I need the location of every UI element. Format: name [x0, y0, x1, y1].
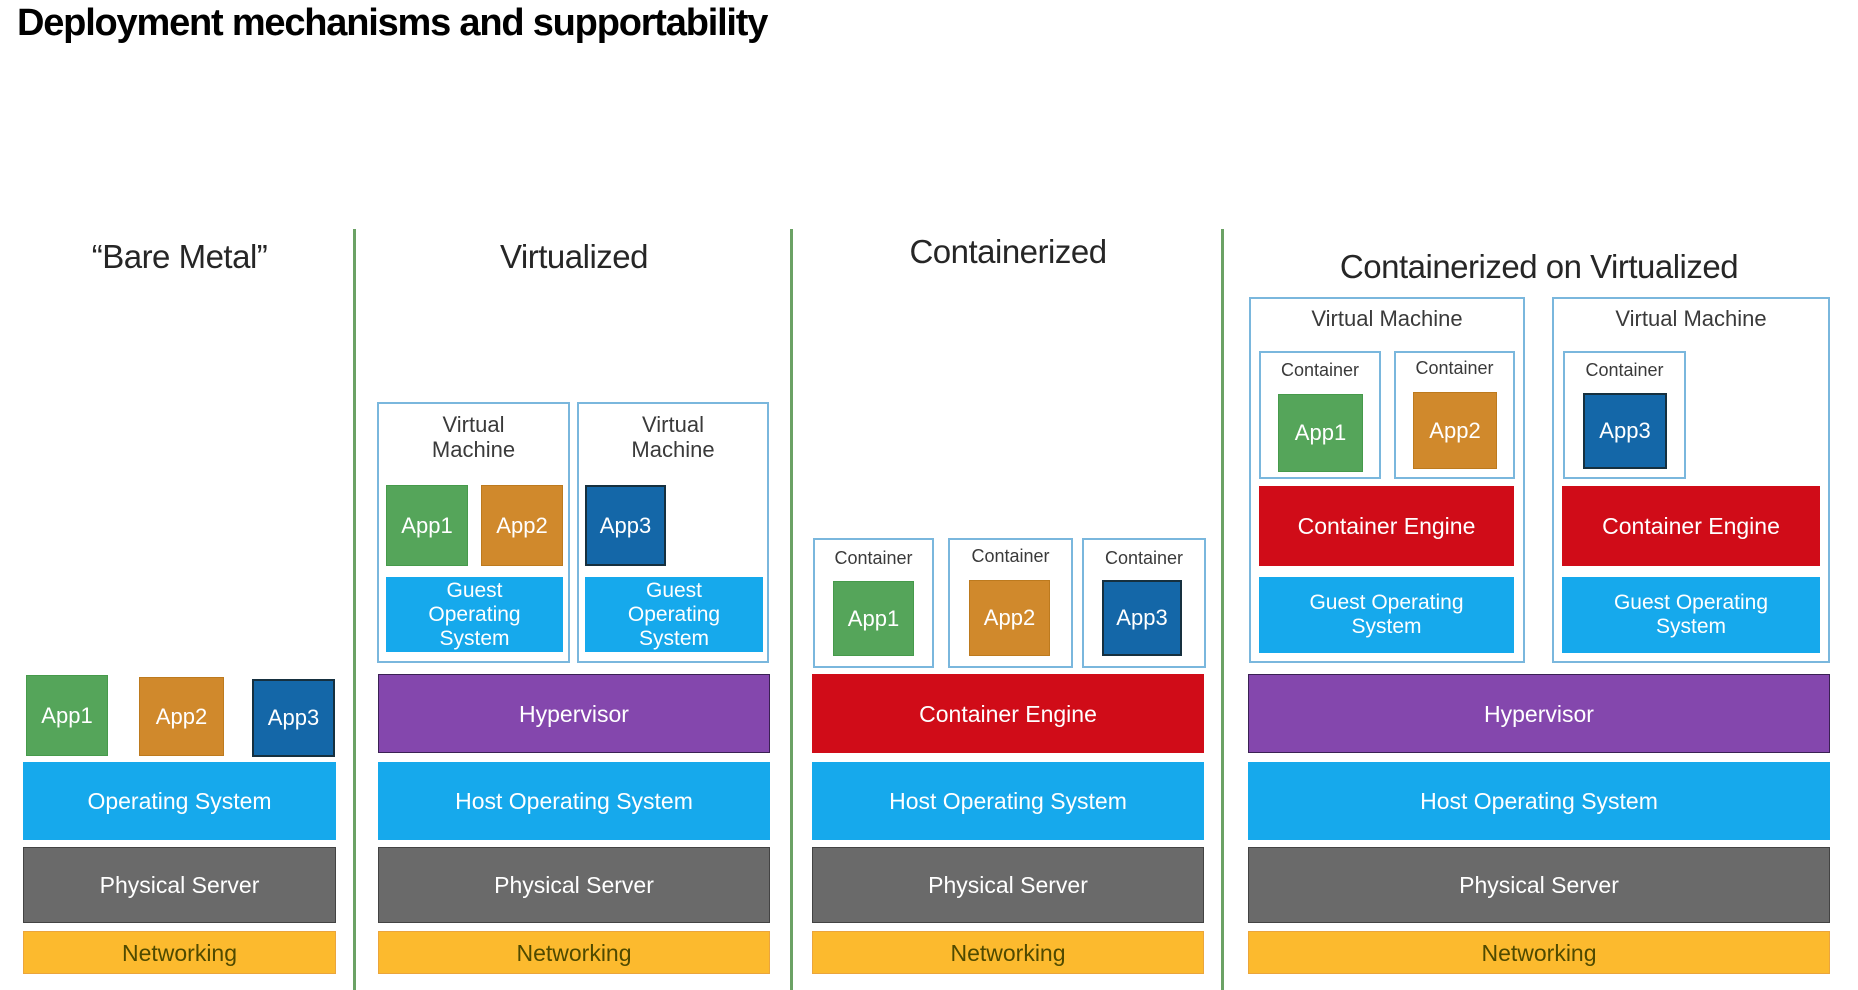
vz-networking-layer: Networking [378, 931, 770, 974]
bm-app1-box: App1 [26, 675, 108, 756]
cv-app3-box: App3 [1583, 393, 1667, 469]
bm-app3-box: App3 [252, 679, 335, 757]
cz-container1-label: Container [834, 548, 913, 568]
cv-vm2-guest-os-layer: Guest Operating System [1562, 577, 1820, 653]
cv-vm1-container1-label: Container [1280, 360, 1360, 380]
cv-vm2-container-engine-layer: Container Engine [1562, 486, 1820, 566]
column-title-containerized-on-virtualized: Containerized on Virtualized [1339, 248, 1739, 285]
vz-vm1-label: Virtual Machine [431, 412, 516, 462]
cv-vm1-label: Virtual Machine [1311, 306, 1463, 331]
cv-hypervisor-layer: Hypervisor [1248, 674, 1830, 753]
vz-vm1-guest-os-layer: Guest Operating System [386, 577, 563, 652]
column-title-bare-metal: “Bare Metal” [91, 238, 268, 275]
cv-vm1-container-engine-layer: Container Engine [1259, 486, 1514, 566]
cz-physical-server-layer: Physical Server [812, 847, 1204, 923]
vz-vm2-label: Virtual Machine [631, 412, 715, 462]
cz-app3-box: App3 [1102, 580, 1182, 656]
cz-container3-label: Container [1104, 548, 1184, 568]
vz-vm2-guest-os-layer: Guest Operating System [585, 577, 763, 652]
cv-vm2-label: Virtual Machine [1615, 306, 1767, 331]
cz-app1-box: App1 [833, 581, 914, 656]
column-title-containerized: Containerized [909, 233, 1107, 270]
cz-container-engine-layer: Container Engine [812, 674, 1204, 753]
column-divider-3 [1221, 229, 1224, 990]
vz-app3-box: App3 [585, 485, 666, 566]
column-divider-2 [790, 229, 793, 990]
cv-vm1-container2-label: Container [1415, 358, 1494, 378]
vz-physical-server-layer: Physical Server [378, 847, 770, 923]
vz-app2-box: App2 [481, 485, 563, 566]
cz-networking-layer: Networking [812, 931, 1204, 974]
vz-app1-box: App1 [386, 485, 468, 566]
bm-operating-system-layer: Operating System [23, 762, 336, 840]
column-title-virtualized: Virtualized [500, 238, 648, 275]
cv-vm1-guest-os-layer: Guest Operating System [1259, 577, 1514, 653]
cz-container2-label: Container [971, 546, 1050, 566]
cv-host-operating-system-layer: Host Operating System [1248, 762, 1830, 840]
cz-host-operating-system-layer: Host Operating System [812, 762, 1204, 840]
page-title: Deployment mechanisms and supportability [17, 2, 768, 44]
column-divider-1 [353, 229, 356, 990]
bm-networking-layer: Networking [23, 931, 336, 974]
cv-app1-box: App1 [1278, 394, 1363, 472]
bm-app2-box: App2 [139, 677, 224, 756]
cv-networking-layer: Networking [1248, 931, 1830, 974]
cv-vm2-container1-label: Container [1585, 360, 1664, 380]
vz-host-operating-system-layer: Host Operating System [378, 762, 770, 840]
cz-app2-box: App2 [969, 580, 1050, 656]
vz-hypervisor-layer: Hypervisor [378, 674, 770, 753]
bm-physical-server-layer: Physical Server [23, 847, 336, 923]
cv-app2-box: App2 [1413, 392, 1497, 469]
cv-physical-server-layer: Physical Server [1248, 847, 1830, 923]
